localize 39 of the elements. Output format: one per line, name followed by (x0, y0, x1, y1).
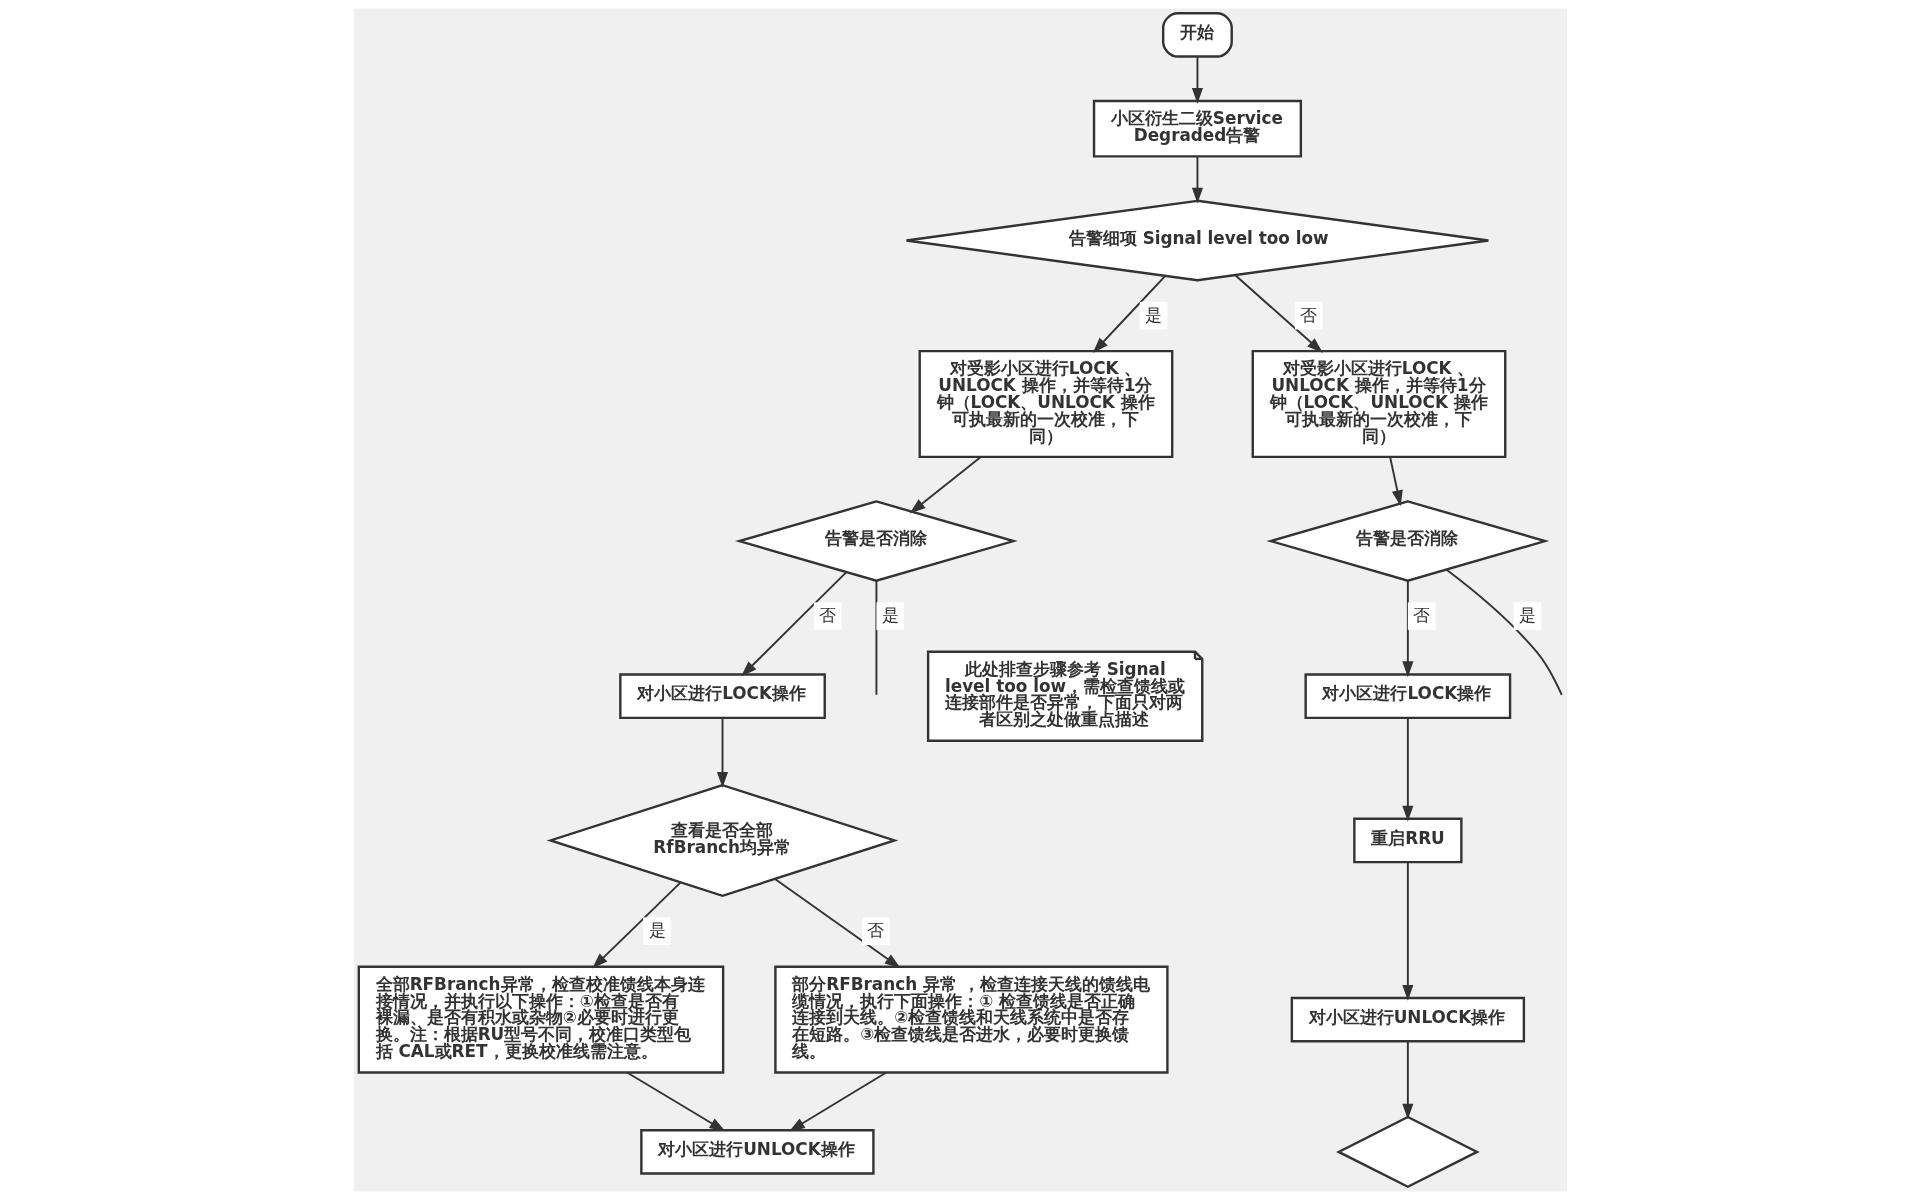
edge-label: 否 (1412, 605, 1430, 626)
edge-label: 是 (1144, 304, 1162, 325)
node-diamond: 查看是否全部RfBranch均异常 (546, 783, 898, 898)
node-box: 开始 (1161, 12, 1233, 58)
node-box: 小区衍生二级Service Degraded告警 (1092, 99, 1302, 158)
edge-label: 是 (881, 605, 899, 626)
arrow (591, 881, 681, 969)
edge-label: 是 (1518, 605, 1536, 626)
arrow (1388, 456, 1403, 507)
node-box: 全部RFBranch异常，检查校准馈线本身连接情况，并执行以下操作：①检查是否有裸漏、是否有积水或杂物②必要时进行更换。注：根据RU型号不同，校准口类型包括 CAL或RET，更换校准线需注意。 (357, 965, 724, 1074)
arrow (1401, 717, 1413, 822)
node-box: 部分RFBranch 异常 ，检查连接天线的馈线电缆情况，执行下面操作：① 检查馈线是否正确连接到天线。②检查馈线和天线系统中是否存在短路。③检查馈线是否进水，必要时更换馈线。 (773, 965, 1169, 1074)
arrow (626, 1071, 725, 1132)
arrow (716, 717, 728, 788)
node-diamond: 告警是否消除 (1265, 500, 1549, 582)
arrow (1401, 1040, 1413, 1120)
edge-label: 否 (818, 605, 836, 626)
arrow (1191, 155, 1203, 204)
arrow (740, 571, 847, 677)
edge-label: 否 (1299, 304, 1317, 325)
node-box: 对小区进行LOCK操作 (618, 673, 826, 720)
connector (1445, 569, 1563, 696)
node-box: 对小区进行LOCK操作 (1303, 673, 1511, 720)
arrow (788, 1071, 887, 1132)
node-box: 对小区进行UNLOCK操作 (639, 1129, 875, 1175)
edge-label: 是 (648, 920, 666, 941)
node-box: 对受影小区进行LOCK 、UNLOCK 操作，并等待1分钟（LOCK、UNLOCK 操作可执最新的一次校准，下同） (1251, 349, 1506, 459)
arrow (1401, 861, 1413, 1001)
arrow (1401, 579, 1413, 678)
node-box: 对受影小区进行LOCK 、UNLOCK 操作，并等待1分钟（LOCK、UNLOCK 操作可执最新的一次校准，下同） (918, 349, 1173, 459)
node-diamond: 告警细项 Signal level too low (904, 199, 1490, 282)
connector (874, 579, 877, 696)
edge-label: 否 (866, 920, 884, 941)
node-box: 对小区进行UNLOCK操作 (1290, 996, 1525, 1043)
arrow (909, 456, 981, 514)
node-box: 重启RRU (1352, 817, 1463, 864)
arrow (1191, 55, 1203, 104)
arrow (773, 878, 901, 969)
node-diamond (1335, 1115, 1480, 1189)
